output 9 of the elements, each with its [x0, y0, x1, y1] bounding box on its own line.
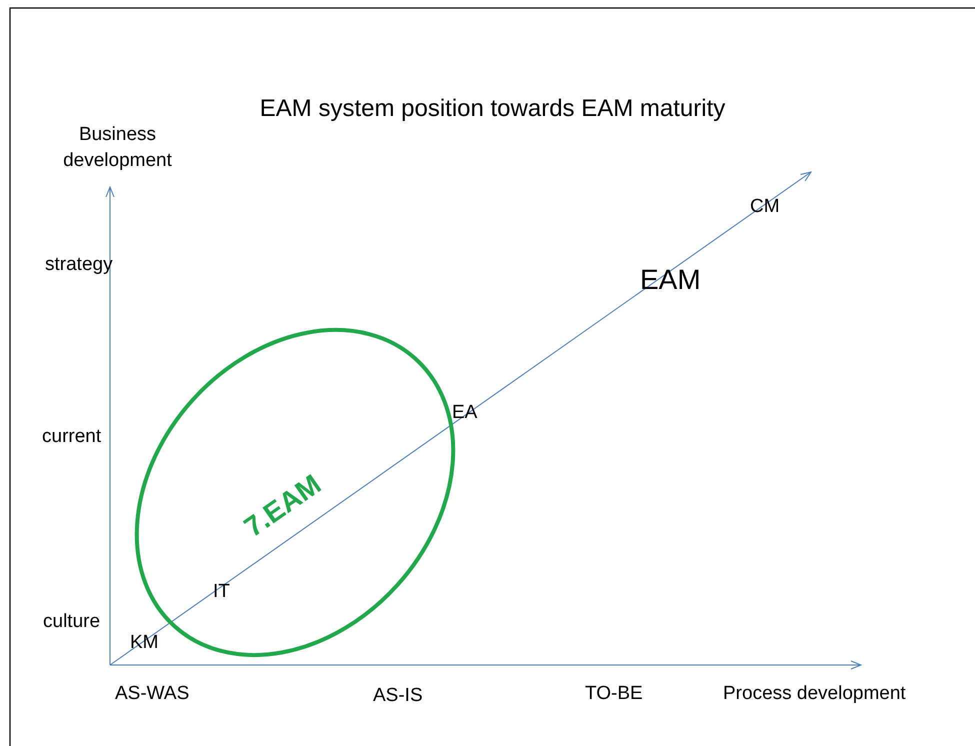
tick-label: TO-BE — [585, 682, 643, 706]
diagram-title: EAM system position towards EAM maturity — [258, 94, 726, 124]
axis-title: Process development — [723, 682, 906, 706]
tick-label: AS-IS — [373, 684, 423, 708]
axis-title: Business development — [62, 123, 173, 173]
tick-label: AS-WAS — [115, 682, 190, 706]
stage-label: IT — [213, 580, 230, 604]
tick-label: culture — [43, 610, 100, 634]
tick-label: current — [42, 425, 102, 449]
